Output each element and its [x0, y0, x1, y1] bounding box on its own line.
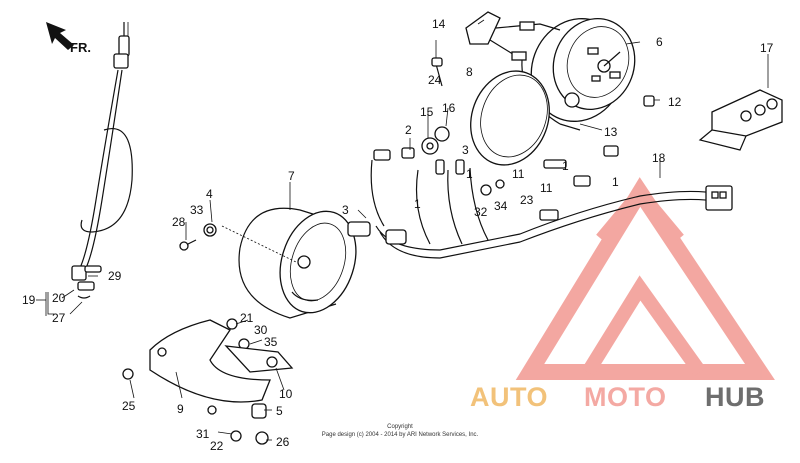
meter-case-ring [470, 70, 550, 166]
callout-21: 21 [240, 311, 254, 325]
callout-8: 8 [466, 65, 473, 79]
callout-3a: 3 [462, 143, 469, 157]
callout-14: 14 [432, 17, 446, 31]
callout-12: 12 [668, 95, 682, 109]
watermark-moto: MOTO [584, 382, 667, 412]
small-hardware [122, 57, 655, 445]
callout-13: 13 [604, 125, 618, 139]
callout-5: 5 [276, 404, 283, 418]
speedometer-housing [221, 207, 357, 319]
callout-32: 32 [474, 205, 488, 219]
lower-mounting-bracket [149, 319, 294, 419]
callout-28: 28 [172, 215, 186, 229]
watermark-logo [515, 177, 775, 380]
callout-9: 9 [177, 402, 184, 416]
speedometer-meter [521, 18, 636, 131]
callout-2: 2 [405, 123, 412, 137]
callout-15: 15 [420, 105, 434, 119]
callout-1a: 1 [466, 167, 473, 181]
callout-35: 35 [264, 335, 278, 349]
wire-harness [347, 145, 733, 259]
copyright-line2: Page design (c) 2004 - 2014 by ARI Netwo… [322, 432, 479, 438]
copyright-line1: Copyright [387, 424, 413, 430]
callout-4: 4 [206, 187, 213, 201]
callout-23: 23 [520, 193, 534, 207]
callout-1b: 1 [414, 197, 421, 211]
callout-6: 6 [656, 35, 663, 49]
indicator-socket [465, 11, 561, 61]
callout-1c: 1 [562, 159, 569, 173]
callout-bracket-lines [36, 292, 47, 316]
callout-24: 24 [428, 73, 442, 87]
callout-19: 19 [22, 293, 36, 307]
meter-bracket [698, 89, 783, 151]
callout-18: 18 [652, 151, 666, 165]
callout-7: 7 [288, 169, 295, 183]
callout-31: 31 [196, 427, 210, 441]
watermark-hub: HUB [705, 382, 765, 412]
callout-10: 10 [279, 387, 293, 401]
callout-26: 26 [276, 435, 290, 449]
watermark-auto: AUTO [470, 382, 548, 412]
callout-30: 30 [254, 323, 268, 337]
callout-11a: 11 [512, 167, 525, 181]
leader-lines [47, 19, 769, 441]
speedometer-cable [71, 22, 133, 299]
callout-1d: 1 [612, 175, 619, 189]
callout-17: 17 [760, 41, 774, 55]
callout-16: 16 [442, 101, 456, 115]
callout-22: 22 [210, 439, 224, 453]
callout-3b: 3 [342, 203, 349, 217]
callout-33: 33 [190, 203, 204, 217]
copyright-note: Copyright Page design (c) 2004 - 2014 by… [322, 424, 479, 438]
callout-27: 27 [52, 311, 66, 325]
watermark-text: AUTO MOTO HUB [470, 382, 765, 412]
callout-34: 34 [494, 199, 508, 213]
direction-label: FR. [70, 40, 91, 55]
callout-labels: 1 1 1 1 2 3 3 4 5 6 7 8 9 10 11 11 12 13… [22, 17, 774, 453]
callout-25: 25 [122, 399, 136, 413]
callout-11b: 11 [540, 181, 553, 195]
callout-29: 29 [108, 269, 122, 283]
front-direction-arrow: FR. [46, 22, 91, 55]
callout-20: 20 [52, 291, 66, 305]
